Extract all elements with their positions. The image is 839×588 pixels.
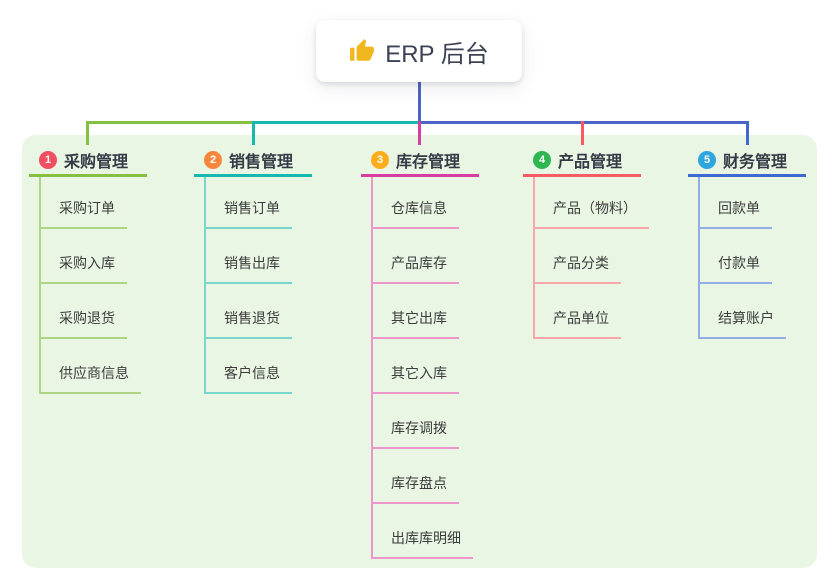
branch-1: 1 采购管理 采购订单 采购入库 采购退货 供应商信息 [29, 146, 147, 394]
branch-title: 采购管理 [64, 154, 129, 171]
bus-segment-teal [252, 121, 421, 124]
branch-index-badge: 4 [533, 151, 551, 169]
branch-item-label: 其它出库 [391, 310, 447, 326]
branch-item-label: 销售订单 [224, 200, 280, 216]
branch-items: 销售订单 销售出库 销售退货 客户信息 [204, 177, 312, 394]
branch-item[interactable]: 其它入库 [373, 339, 459, 394]
branch-item-label: 其它入库 [391, 365, 447, 381]
branch-item[interactable]: 销售退货 [206, 284, 292, 339]
branch-item[interactable]: 其它出库 [373, 284, 459, 339]
root-label: ERP 后台 [385, 40, 489, 68]
branch-item[interactable]: 产品库存 [373, 229, 459, 284]
branch-title: 库存管理 [396, 154, 461, 171]
branch-item-label: 产品分类 [553, 255, 609, 271]
branch-item[interactable]: 采购退货 [41, 284, 127, 339]
branch-index-badge: 1 [39, 151, 57, 169]
branch-item[interactable]: 客户信息 [206, 339, 292, 394]
branch-item[interactable]: 采购订单 [41, 177, 127, 229]
branches-panel [22, 135, 817, 568]
branch-header[interactable]: 2 销售管理 [194, 146, 312, 177]
branch-item[interactable]: 出库库明细 [373, 504, 473, 559]
branch-header[interactable]: 1 采购管理 [29, 146, 147, 177]
branch-item[interactable]: 回款单 [700, 177, 772, 229]
branch-drop-line [581, 121, 584, 145]
branch-index-badge: 2 [204, 151, 222, 169]
root-stem-line [418, 82, 421, 124]
branch-item-label: 产品（物料） [553, 200, 637, 216]
branch-item-label: 付款单 [718, 255, 760, 271]
branch-title: 产品管理 [558, 154, 623, 171]
branch-item[interactable]: 产品（物料） [535, 177, 649, 229]
branch-items: 采购订单 采购入库 采购退货 供应商信息 [39, 177, 147, 394]
branch-drop-line [86, 121, 89, 145]
branch-item-label: 销售出库 [224, 255, 280, 271]
branch-header[interactable]: 3 库存管理 [361, 146, 479, 177]
branch-item-label: 产品单位 [553, 310, 609, 326]
branch-item-label: 库存盘点 [391, 475, 447, 491]
branch-drop-line [252, 121, 255, 145]
branch-item-label: 仓库信息 [391, 200, 447, 216]
branch-index-badge: 5 [698, 151, 716, 169]
branch-item[interactable]: 销售订单 [206, 177, 292, 229]
branch-items: 回款单 付款单 结算账户 [698, 177, 806, 339]
branch-title: 销售管理 [229, 154, 294, 171]
branch-header[interactable]: 5 财务管理 [688, 146, 806, 177]
branch-item[interactable]: 仓库信息 [373, 177, 459, 229]
branch-item-label: 采购退货 [59, 310, 115, 326]
branch-item-label: 客户信息 [224, 365, 280, 381]
branch-item[interactable]: 采购入库 [41, 229, 127, 284]
branch-4: 4 产品管理 产品（物料） 产品分类 产品单位 [523, 146, 649, 339]
branch-item[interactable]: 库存盘点 [373, 449, 459, 504]
branch-item[interactable]: 付款单 [700, 229, 772, 284]
branch-item-label: 出库库明细 [391, 530, 461, 546]
branch-item-label: 供应商信息 [59, 365, 129, 381]
branch-item-label: 库存调拨 [391, 420, 447, 436]
branch-2: 2 销售管理 销售订单 销售出库 销售退货 客户信息 [194, 146, 312, 394]
branch-index-badge: 3 [371, 151, 389, 169]
root-node[interactable]: ERP 后台 [316, 20, 522, 82]
branch-item[interactable]: 供应商信息 [41, 339, 141, 394]
branch-5: 5 财务管理 回款单 付款单 结算账户 [688, 146, 806, 339]
branch-item-label: 结算账户 [718, 310, 774, 326]
branch-item[interactable]: 产品分类 [535, 229, 621, 284]
branch-drop-line [746, 121, 749, 145]
branch-header[interactable]: 4 产品管理 [523, 146, 641, 177]
branch-item-label: 采购订单 [59, 200, 115, 216]
branch-item-label: 采购入库 [59, 255, 115, 271]
branch-item[interactable]: 产品单位 [535, 284, 621, 339]
branch-item-label: 回款单 [718, 200, 760, 216]
branch-items: 产品（物料） 产品分类 产品单位 [533, 177, 649, 339]
bus-segment-green [86, 121, 255, 124]
branch-items: 仓库信息 产品库存 其它出库 其它入库 库存调拨 库存盘点 出库库明细 [371, 177, 479, 559]
branch-item-label: 产品库存 [391, 255, 447, 271]
thumbs-up-icon [349, 38, 375, 64]
branch-item[interactable]: 结算账户 [700, 284, 786, 339]
branch-item-label: 销售退货 [224, 310, 280, 326]
branch-3: 3 库存管理 仓库信息 产品库存 其它出库 其它入库 库存调拨 库存盘点 出库库… [361, 146, 479, 559]
branch-title: 财务管理 [723, 154, 788, 171]
branch-drop-line [418, 121, 421, 145]
branch-item[interactable]: 库存调拨 [373, 394, 459, 449]
branch-item[interactable]: 销售出库 [206, 229, 292, 284]
